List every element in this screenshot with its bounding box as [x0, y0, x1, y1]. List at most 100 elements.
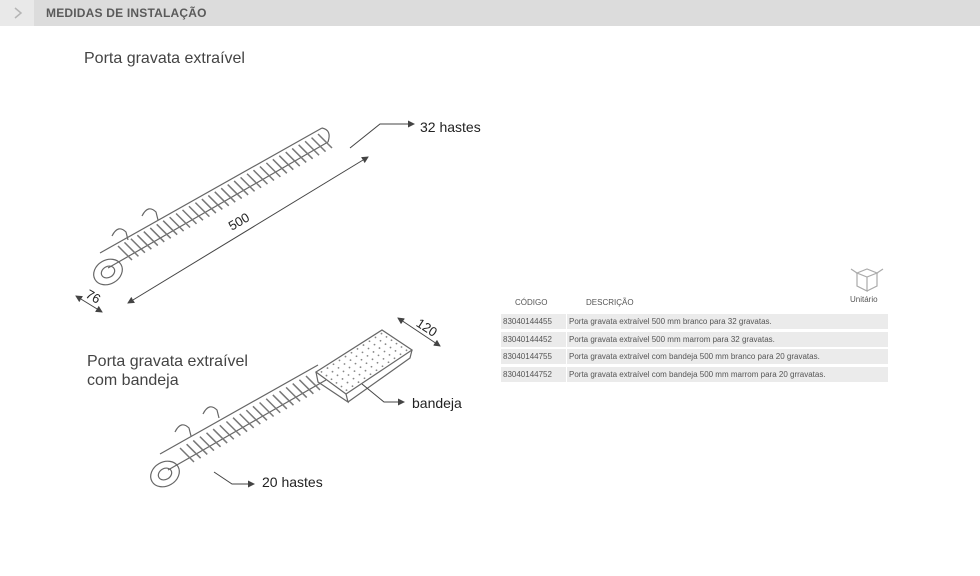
tray-hole	[347, 374, 350, 376]
tray-hole	[364, 369, 367, 372]
row-code: 83040144752	[503, 370, 552, 379]
hastes-label-20: 20 hastes	[262, 474, 323, 490]
bandeja-label: bandeja	[412, 395, 462, 411]
tray-hole	[385, 336, 388, 338]
tray-hole	[383, 350, 386, 353]
tray-hole	[374, 336, 377, 339]
expand-tab[interactable]	[0, 0, 34, 26]
rod	[278, 390, 295, 406]
tray-hole	[390, 339, 393, 342]
tray-hole	[363, 377, 366, 380]
tray-hole	[346, 381, 349, 384]
rod	[219, 424, 235, 440]
rod	[305, 375, 321, 391]
row-code: 83040144455	[503, 317, 552, 326]
hastes-label-32: 32 hastes	[420, 119, 481, 135]
tray-hole	[325, 374, 328, 377]
product2-title-line1: Porta gravata extraível	[87, 353, 248, 370]
tray-hole	[400, 346, 403, 348]
row-separator	[566, 349, 567, 364]
tray-hole	[361, 351, 364, 354]
rod	[192, 439, 208, 455]
tray-hole	[394, 350, 397, 352]
rod	[292, 383, 308, 399]
tray-hole	[336, 374, 339, 377]
tray-hole	[373, 343, 376, 346]
rod	[259, 401, 275, 418]
row-description: Porta gravata extraível com bandeja 500 …	[569, 370, 826, 379]
tray-hole	[369, 373, 372, 376]
tray-hole	[349, 359, 352, 362]
tray-hole	[405, 349, 408, 352]
tray-hole	[377, 354, 380, 357]
tray-hole	[379, 339, 382, 342]
tray-hole	[381, 365, 384, 368]
tray-hole	[393, 357, 396, 360]
product2-title: Porta gravata extraível com bandeja	[87, 352, 248, 390]
tray-hole	[338, 359, 341, 362]
table-row: 83040144755 Porta gravata extraível com …	[501, 349, 888, 364]
rod	[311, 137, 327, 153]
row-code: 83040144755	[503, 352, 552, 361]
row-description: Porta gravata extraível com bandeja 500 …	[569, 352, 820, 361]
table-row: 83040144455 Porta gravata extraível 500 …	[501, 314, 888, 329]
tray-hole	[344, 355, 347, 358]
row-description: Porta gravata extraível 500 mm marrom pa…	[569, 335, 775, 344]
tray-hole	[372, 351, 375, 353]
tray-hole	[376, 361, 379, 364]
tray-hole	[352, 377, 355, 380]
rod	[252, 405, 268, 421]
tie-rack-drawing-1	[75, 120, 415, 313]
row-separator	[566, 367, 567, 382]
product1-title: Porta gravata extraível	[84, 50, 245, 67]
tray-hole	[326, 367, 329, 369]
row-description: Porta gravata extraível 500 mm branco pa…	[569, 317, 772, 326]
tray-hole	[320, 371, 323, 373]
rod	[212, 428, 228, 444]
table-row: 83040144752 Porta gravata extraível com …	[501, 367, 888, 382]
table-row: 83040144452 Porta gravata extraível 500 …	[501, 332, 888, 347]
tray-hole	[332, 363, 335, 366]
section-header: MEDIDAS DE INSTALAÇÃO	[0, 0, 980, 26]
tray-hole	[371, 358, 374, 361]
rod	[272, 394, 288, 410]
tray-hole	[331, 370, 334, 373]
tray-hole	[342, 370, 345, 373]
unit-label: Unitário	[850, 295, 878, 304]
tray-hole	[380, 332, 383, 335]
chevron-right-icon	[14, 7, 23, 19]
rod	[245, 409, 261, 425]
tray-hole	[399, 353, 402, 356]
tray-hole	[356, 348, 359, 350]
rod	[265, 398, 281, 414]
box-icon	[850, 268, 884, 292]
tray-hole	[335, 381, 338, 384]
tray-hole	[340, 385, 343, 388]
tray-hole	[348, 366, 351, 369]
tray-hole	[395, 342, 398, 345]
tray-hole	[362, 344, 365, 346]
rod	[199, 436, 215, 452]
tray-hole	[360, 358, 363, 361]
rod	[205, 432, 222, 448]
tray-hole	[343, 363, 346, 365]
tray-hole	[382, 357, 385, 360]
rod	[298, 379, 314, 395]
tray-perforation	[320, 332, 408, 392]
tray-hole	[375, 369, 378, 372]
tray-hole	[368, 340, 371, 343]
tray-hole	[354, 362, 357, 365]
rod	[239, 413, 255, 429]
tie-rack-drawing-2	[150, 317, 441, 488]
tray-hole	[389, 346, 392, 349]
row-separator	[566, 314, 567, 329]
section-title: MEDIDAS DE INSTALAÇÃO	[46, 6, 207, 20]
tray-hole	[378, 347, 381, 349]
tray-hole	[367, 347, 370, 350]
column-header-description: DESCRIÇÃO	[586, 298, 634, 307]
tray-hole	[351, 385, 354, 388]
tray-hole	[384, 343, 387, 346]
column-header-code: CÓDIGO	[515, 298, 548, 307]
rod	[225, 420, 241, 437]
